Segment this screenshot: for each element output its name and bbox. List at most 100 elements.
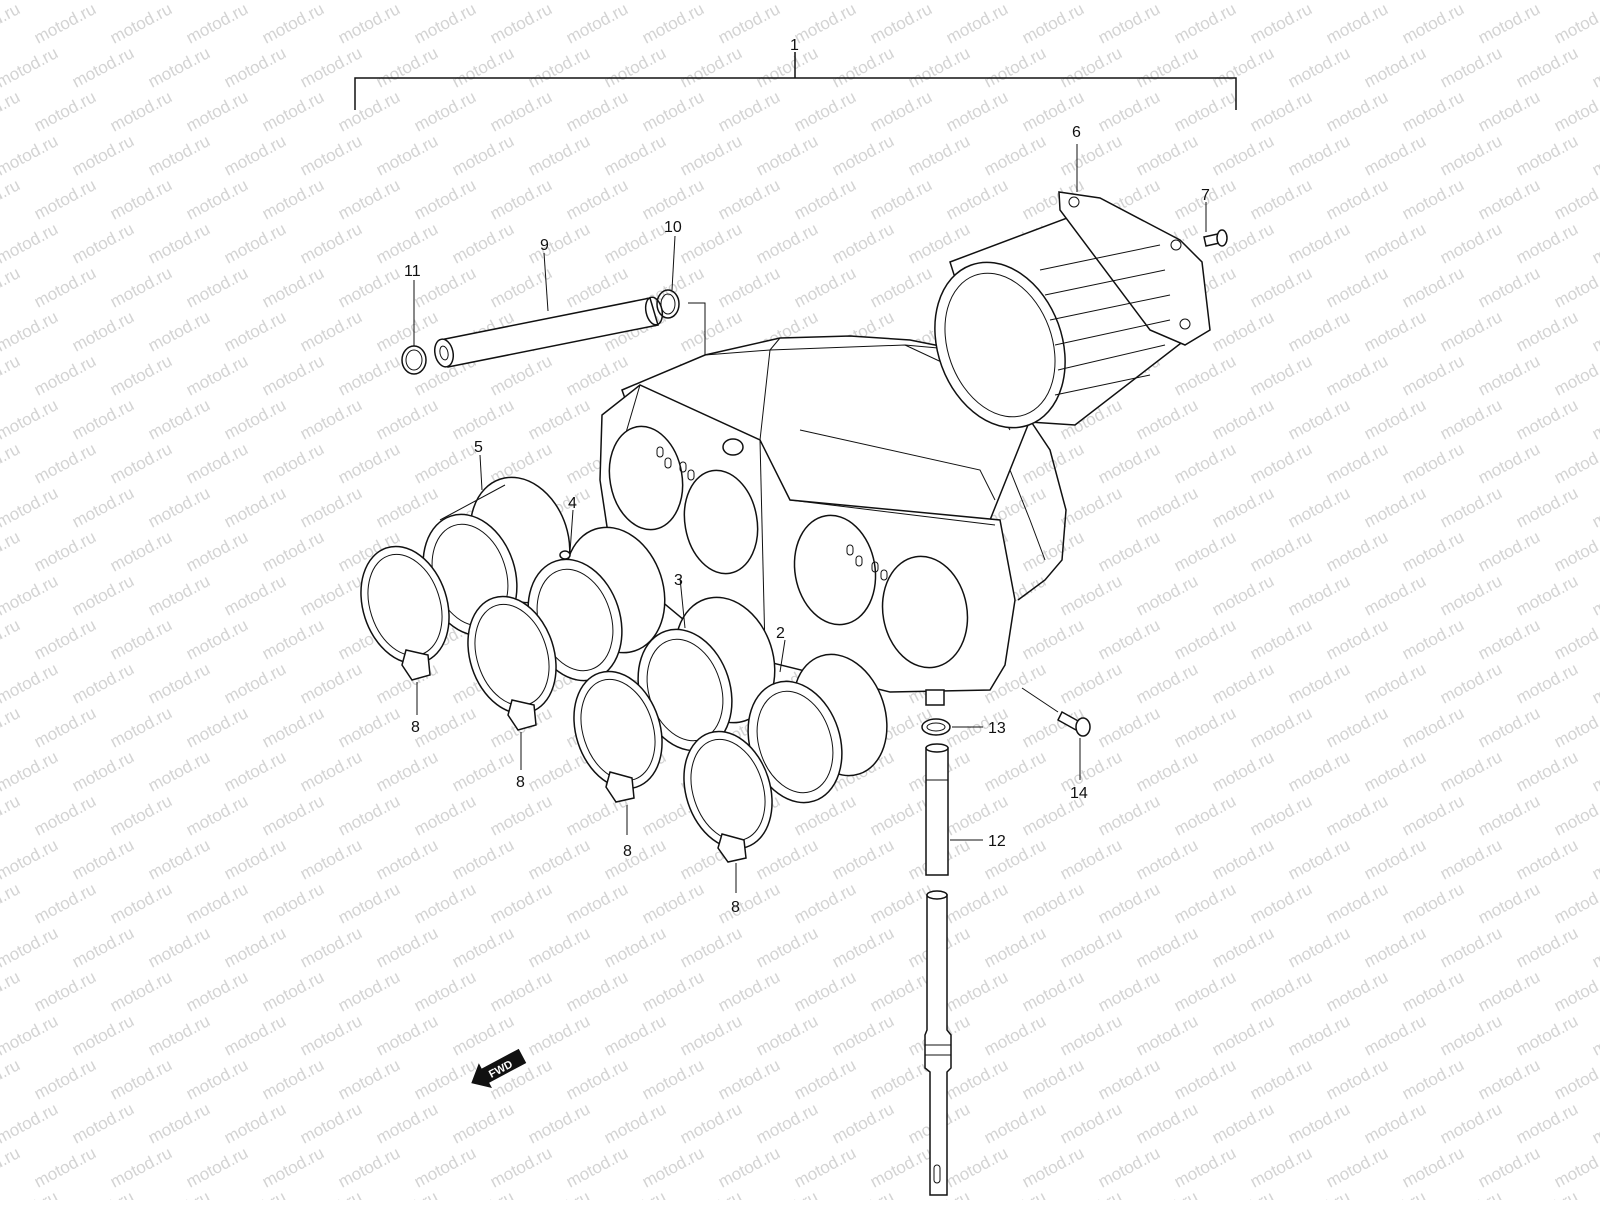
watermark-text: motod.ru bbox=[1171, 791, 1239, 839]
watermark-text: motod.ru bbox=[1209, 1011, 1277, 1059]
watermark-text: motod.ru bbox=[1513, 131, 1581, 179]
watermark-text: motod.ru bbox=[31, 527, 99, 575]
intake-boot-3 bbox=[637, 596, 776, 752]
watermark-text: motod.ru bbox=[449, 1011, 517, 1059]
watermark-text: motod.ru bbox=[1095, 1055, 1163, 1103]
watermark-text: motod.ru bbox=[297, 747, 365, 795]
watermark-text: motod.ru bbox=[1475, 439, 1543, 487]
watermark-text: motod.ru bbox=[1323, 263, 1391, 311]
watermark-text: motod.ru bbox=[183, 967, 251, 1015]
hose-clamp-11 bbox=[401, 345, 427, 375]
watermark-text: motod.ru bbox=[183, 263, 251, 311]
watermark-text: motod.ru bbox=[1285, 395, 1353, 443]
watermark-text: motod.ru bbox=[1323, 87, 1391, 135]
watermark-text: motod.ru bbox=[1019, 0, 1087, 48]
watermark-text: motod.ru bbox=[753, 1187, 821, 1200]
watermark-text: motod.ru bbox=[221, 835, 289, 883]
watermark-text: motod.ru bbox=[1285, 1099, 1353, 1147]
leader-lines bbox=[413, 144, 1207, 893]
watermark-text: motod.ru bbox=[107, 967, 175, 1015]
watermark-text: motod.ru bbox=[1057, 1011, 1125, 1059]
watermark-text: motod.ru bbox=[639, 175, 707, 223]
watermark-text: motod.ru bbox=[31, 439, 99, 487]
watermark-text: motod.ru bbox=[1513, 395, 1581, 443]
watermark-text: motod.ru bbox=[715, 1055, 783, 1103]
watermark-text: motod.ru bbox=[1589, 0, 1600, 4]
watermark-text: motod.ru bbox=[1551, 703, 1600, 751]
watermark-text: motod.ru bbox=[1399, 703, 1467, 751]
case-port-2 bbox=[683, 469, 759, 575]
watermark-text: motod.ru bbox=[829, 835, 897, 883]
watermark-text: motod.ru bbox=[411, 439, 479, 487]
callout-13: 13 bbox=[988, 720, 1006, 737]
watermark-text: motod.ru bbox=[525, 131, 593, 179]
watermark-text: motod.ru bbox=[1133, 1187, 1201, 1200]
watermark-text: motod.ru bbox=[373, 835, 441, 883]
watermark-text: motod.ru bbox=[715, 967, 783, 1015]
watermark-text: motod.ru bbox=[1361, 1099, 1429, 1147]
watermark-text: motod.ru bbox=[1323, 1143, 1391, 1191]
watermark-text: motod.ru bbox=[1285, 1187, 1353, 1200]
watermark-text: motod.ru bbox=[1133, 0, 1201, 4]
watermark-text: motod.ru bbox=[525, 835, 593, 883]
watermark-text: motod.ru bbox=[487, 879, 555, 927]
watermark-text: motod.ru bbox=[1095, 1143, 1163, 1191]
watermark-text: motod.ru bbox=[259, 527, 327, 575]
watermark-text: motod.ru bbox=[867, 791, 935, 839]
watermark-text: motod.ru bbox=[1437, 571, 1505, 619]
callout-3: 3 bbox=[674, 572, 683, 589]
watermark-text: motod.ru bbox=[335, 967, 403, 1015]
watermark-text: motod.ru bbox=[1399, 263, 1467, 311]
watermark-text: motod.ru bbox=[1513, 835, 1581, 883]
watermark-text: motod.ru bbox=[1437, 1187, 1505, 1200]
watermark-text: motod.ru bbox=[0, 131, 61, 179]
watermark-text: motod.ru bbox=[1513, 483, 1581, 531]
watermark-text: motod.ru bbox=[259, 263, 327, 311]
watermark-text: motod.ru bbox=[791, 263, 859, 311]
watermark-text: motod.ru bbox=[107, 263, 175, 311]
watermark-text: motod.ru bbox=[373, 1011, 441, 1059]
watermark-text: motod.ru bbox=[183, 527, 251, 575]
watermark-text: motod.ru bbox=[297, 395, 365, 443]
watermark-text: motod.ru bbox=[145, 1099, 213, 1147]
watermark-text: motod.ru bbox=[0, 1187, 61, 1200]
watermark-text: motod.ru bbox=[259, 967, 327, 1015]
watermark-text: motod.ru bbox=[487, 87, 555, 135]
watermark-text: motod.ru bbox=[943, 1143, 1011, 1191]
watermark-text: motod.ru bbox=[1133, 1099, 1201, 1147]
watermark-text: motod.ru bbox=[1589, 307, 1600, 355]
watermark-text: motod.ru bbox=[1095, 439, 1163, 487]
watermark-text: motod.ru bbox=[525, 395, 593, 443]
watermark-text: motod.ru bbox=[31, 967, 99, 1015]
watermark-text: motod.ru bbox=[1513, 1099, 1581, 1147]
watermark-text: motod.ru bbox=[297, 1187, 365, 1200]
watermark-text: motod.ru bbox=[1361, 43, 1429, 91]
watermark-text: motod.ru bbox=[1171, 0, 1239, 48]
watermark-text: motod.ru bbox=[981, 43, 1049, 91]
watermark-text: motod.ru bbox=[1209, 43, 1277, 91]
watermark-text: motod.ru bbox=[1209, 747, 1277, 795]
watermark-text: motod.ru bbox=[1323, 527, 1391, 575]
watermark-text: motod.ru bbox=[1437, 835, 1505, 883]
watermark-text: motod.ru bbox=[297, 1011, 365, 1059]
watermark-text: motod.ru bbox=[221, 659, 289, 707]
watermark-text: motod.ru bbox=[1589, 1187, 1600, 1200]
watermark-text: motod.ru bbox=[677, 131, 745, 179]
watermark-text: motod.ru bbox=[1475, 1143, 1543, 1191]
watermark-text: motod.ru bbox=[411, 263, 479, 311]
watermark-text: motod.ru bbox=[1361, 923, 1429, 971]
watermark-text: motod.ru bbox=[1437, 131, 1505, 179]
watermark-text: motod.ru bbox=[981, 0, 1049, 4]
watermark-text: motod.ru bbox=[943, 175, 1011, 223]
filter-front-ring bbox=[934, 261, 1066, 429]
watermark-text: motod.ru bbox=[601, 219, 669, 267]
watermark-text: motod.ru bbox=[145, 1187, 213, 1200]
watermark-text: motod.ru bbox=[1361, 1011, 1429, 1059]
air-filter-element bbox=[934, 191, 1211, 429]
watermark-text: motod.ru bbox=[373, 1099, 441, 1147]
watermark-text: motod.ru bbox=[31, 87, 99, 135]
watermark-text: motod.ru bbox=[373, 747, 441, 795]
assembly-bracket bbox=[354, 52, 1237, 110]
watermark-text: motod.ru bbox=[449, 43, 517, 91]
watermark-text: motod.ru bbox=[1475, 87, 1543, 135]
